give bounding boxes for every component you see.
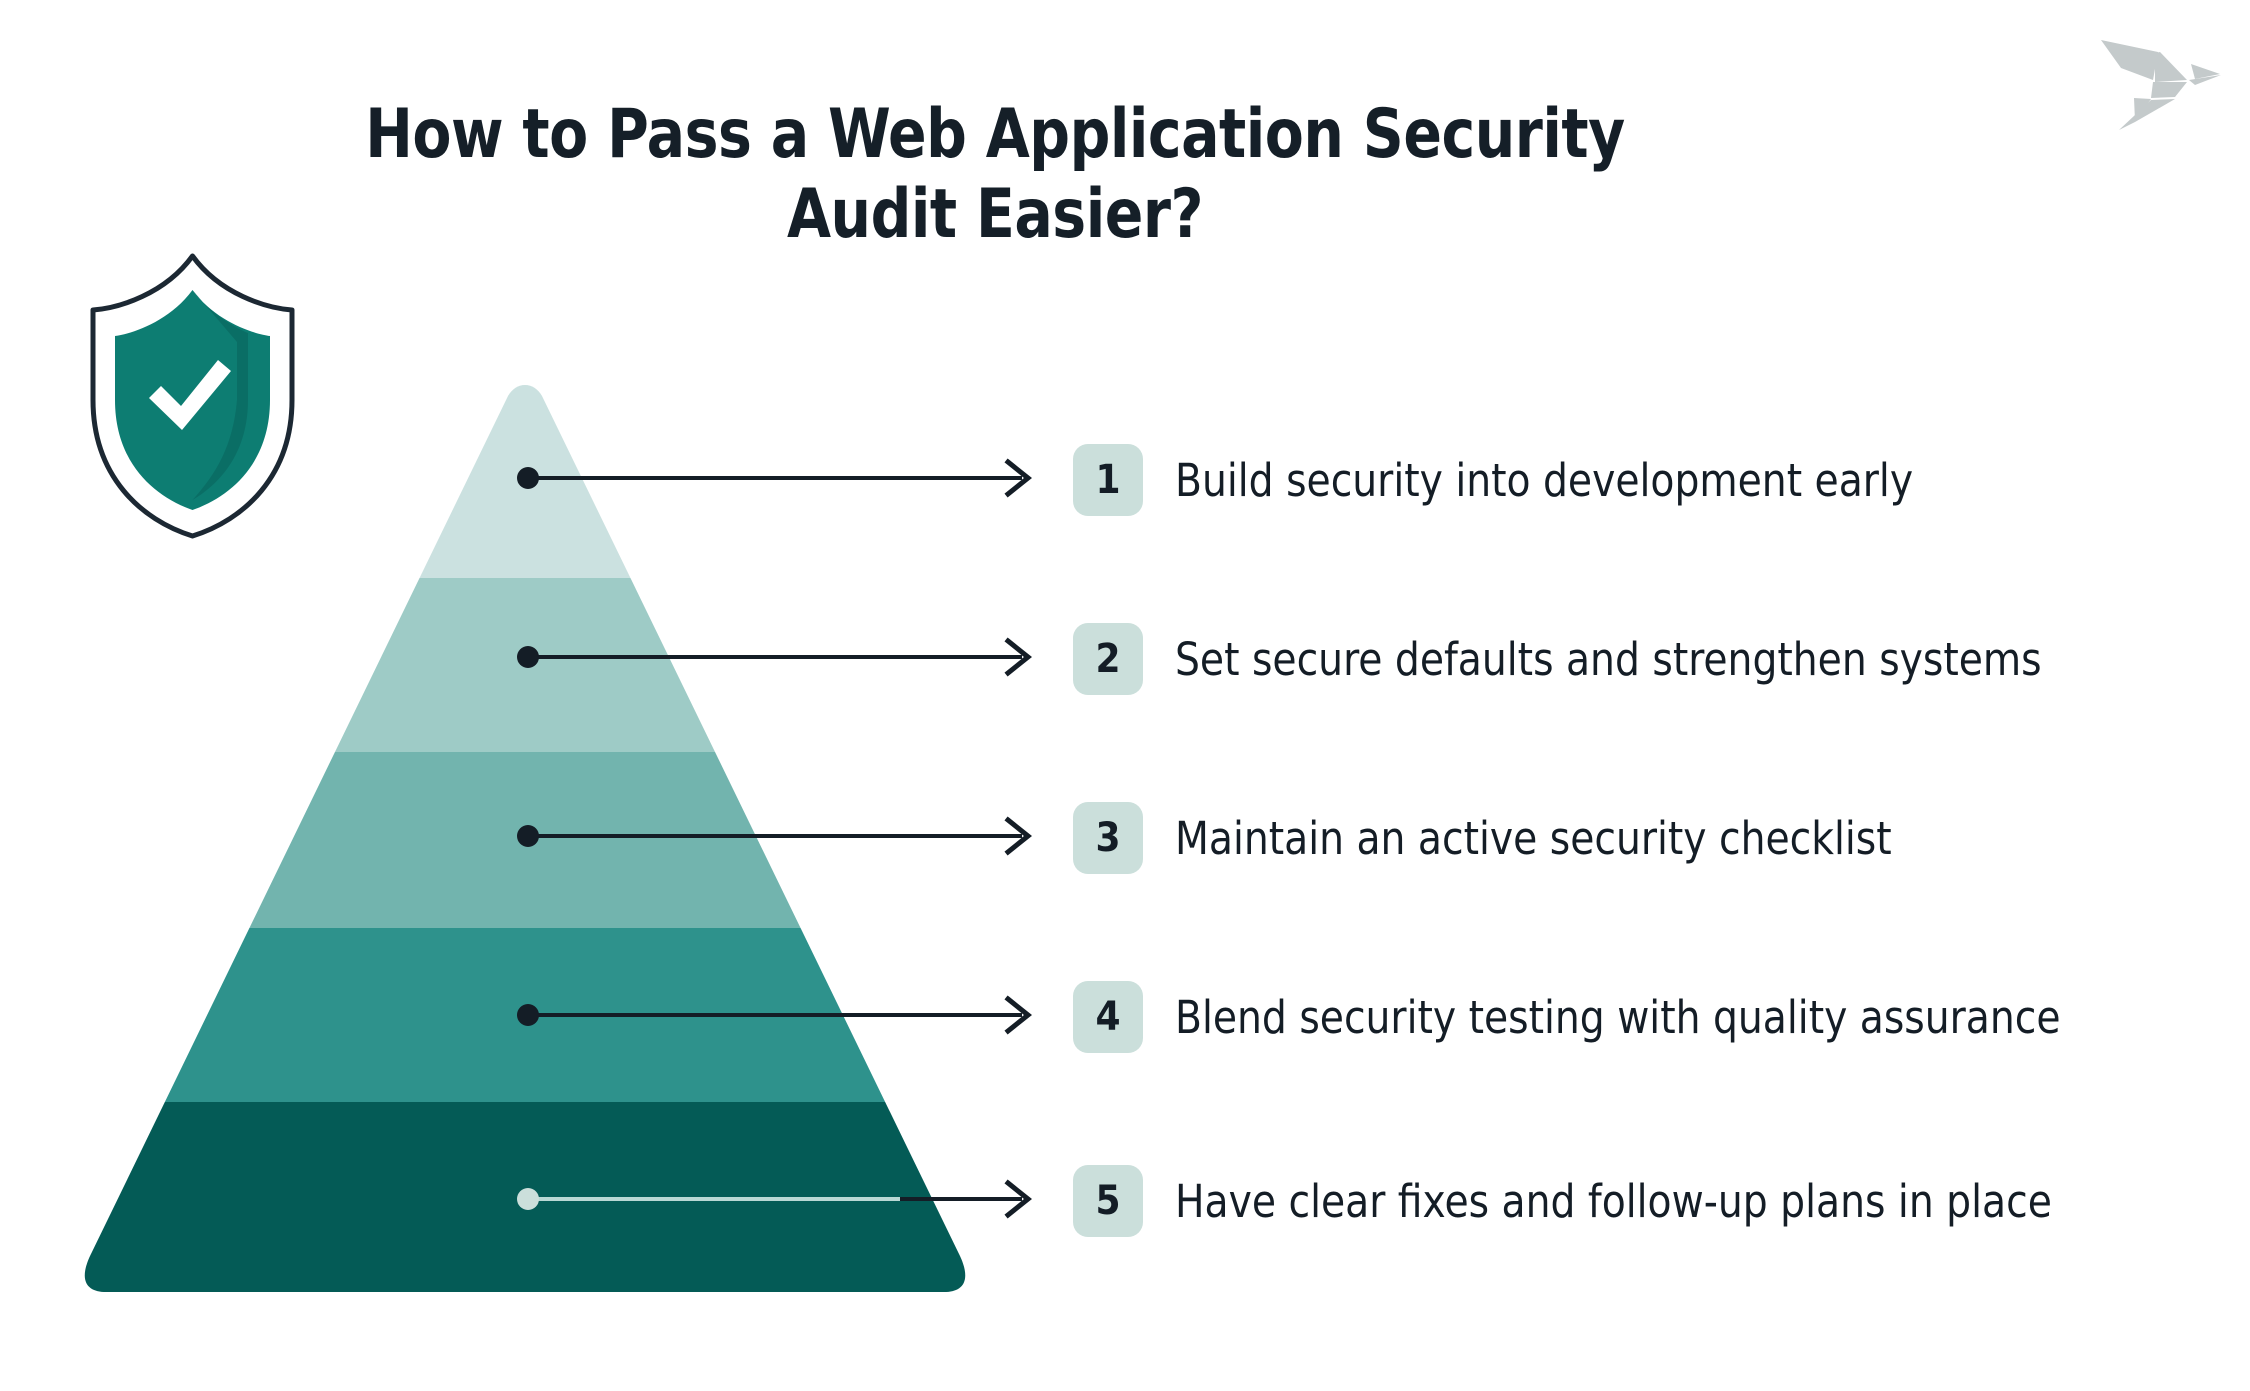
list-item[interactable]: 2 Set secure defaults and strengthen sys… [1073, 616, 2068, 702]
connector-row-1 [517, 458, 1033, 498]
step-number-badge: 5 [1073, 1165, 1143, 1237]
connector-row-4 [517, 995, 1033, 1035]
origami-bird-logo [2095, 22, 2230, 137]
connector-row-2 [517, 637, 1033, 677]
connector-lines [0, 0, 1100, 1386]
list-item[interactable]: 3 Maintain an active security checklist [1073, 795, 1914, 881]
security-shield-check-icon [85, 250, 300, 540]
page-title: How to Pass a Web Application Security A… [365, 95, 1625, 255]
list-item[interactable]: 5 Have clear fixes and follow-up plans i… [1073, 1158, 2079, 1244]
step-label: Build security into development early [1175, 453, 1914, 507]
step-label: Set secure defaults and strengthen syste… [1175, 632, 2042, 686]
step-label: Have clear fixes and follow-up plans in … [1175, 1174, 2052, 1228]
step-number-badge: 4 [1073, 981, 1143, 1053]
steps-list: 1 Build security into development early … [1073, 0, 2243, 1386]
connector-row-3 [517, 816, 1033, 856]
step-label: Maintain an active security checklist [1175, 811, 1892, 865]
list-item[interactable]: 1 Build security into development early [1073, 437, 1936, 523]
step-number-badge: 2 [1073, 623, 1143, 695]
list-item[interactable]: 4 Blend security testing with quality as… [1073, 974, 2088, 1060]
step-number-badge: 3 [1073, 802, 1143, 874]
step-label: Blend security testing with quality assu… [1175, 990, 2061, 1044]
step-number-badge: 1 [1073, 444, 1143, 516]
connector-row-5 [517, 1179, 1033, 1219]
